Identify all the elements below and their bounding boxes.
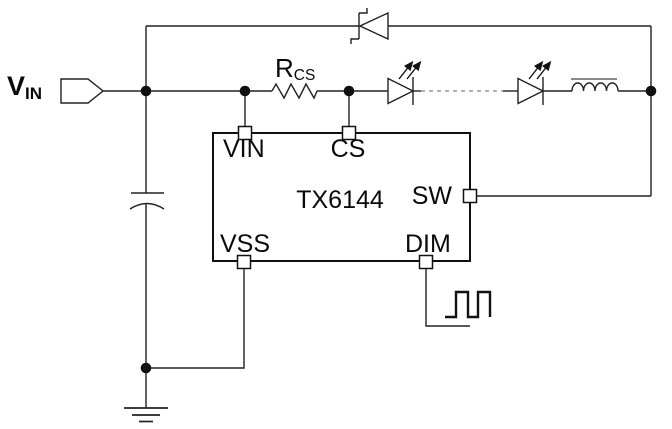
junction-dot <box>343 85 355 97</box>
pin-square-cs <box>341 125 357 141</box>
wire-dim <box>425 268 470 327</box>
pin-label-vss: VSS <box>220 230 270 258</box>
input-voltage-label: VIN <box>7 71 42 103</box>
inductor-icon <box>571 78 619 92</box>
led-arrow <box>398 60 414 80</box>
led-arrow <box>536 60 552 80</box>
junction-dot <box>239 85 251 97</box>
pin-label-sw: SW <box>412 182 453 210</box>
pin-square-vin <box>237 125 253 141</box>
input-voltage-main: V <box>7 71 25 101</box>
diode-cathode-hook-bottom <box>350 38 359 44</box>
pin-label-vin: VIN <box>223 135 265 163</box>
led2-icon <box>517 60 552 105</box>
pin-square-dim <box>418 254 434 270</box>
led-arrow <box>406 60 422 80</box>
schottky-diode-icon <box>350 8 389 44</box>
led1-icon <box>387 60 422 105</box>
junction-dot <box>645 85 657 97</box>
resistor-label: RCS <box>275 53 315 84</box>
pin-square-sw <box>462 188 478 204</box>
junction-dot <box>140 85 152 97</box>
junction-dot <box>140 362 152 374</box>
pin-square-vss <box>236 254 252 270</box>
diode-cathode-hook-top <box>359 8 368 14</box>
led-arrow <box>528 60 544 80</box>
wire-vss <box>146 268 245 369</box>
wires <box>103 25 652 408</box>
pin-label-cs: CS <box>331 135 366 163</box>
input-voltage-sub: IN <box>25 84 42 103</box>
resistor-label-main: R <box>275 53 294 83</box>
diode-triangle <box>358 11 389 41</box>
ground-icon <box>124 407 168 423</box>
capacitor-icon <box>129 192 165 210</box>
input-connector-icon <box>60 78 105 104</box>
inductor-coil <box>571 82 619 92</box>
led-triangle <box>387 77 415 105</box>
resistor-icon <box>271 82 318 100</box>
resistor-label-sub: CS <box>294 67 316 84</box>
junction-dots <box>140 85 657 374</box>
ic-pins <box>236 125 478 270</box>
ic-body <box>212 132 471 262</box>
pwm-waveform-icon <box>445 290 492 319</box>
capacitor-plate-bottom <box>129 202 165 210</box>
pin-label-dim: DIM <box>405 230 451 258</box>
led-triangle <box>517 77 545 105</box>
ic-name-label: TX6144 <box>296 186 384 214</box>
